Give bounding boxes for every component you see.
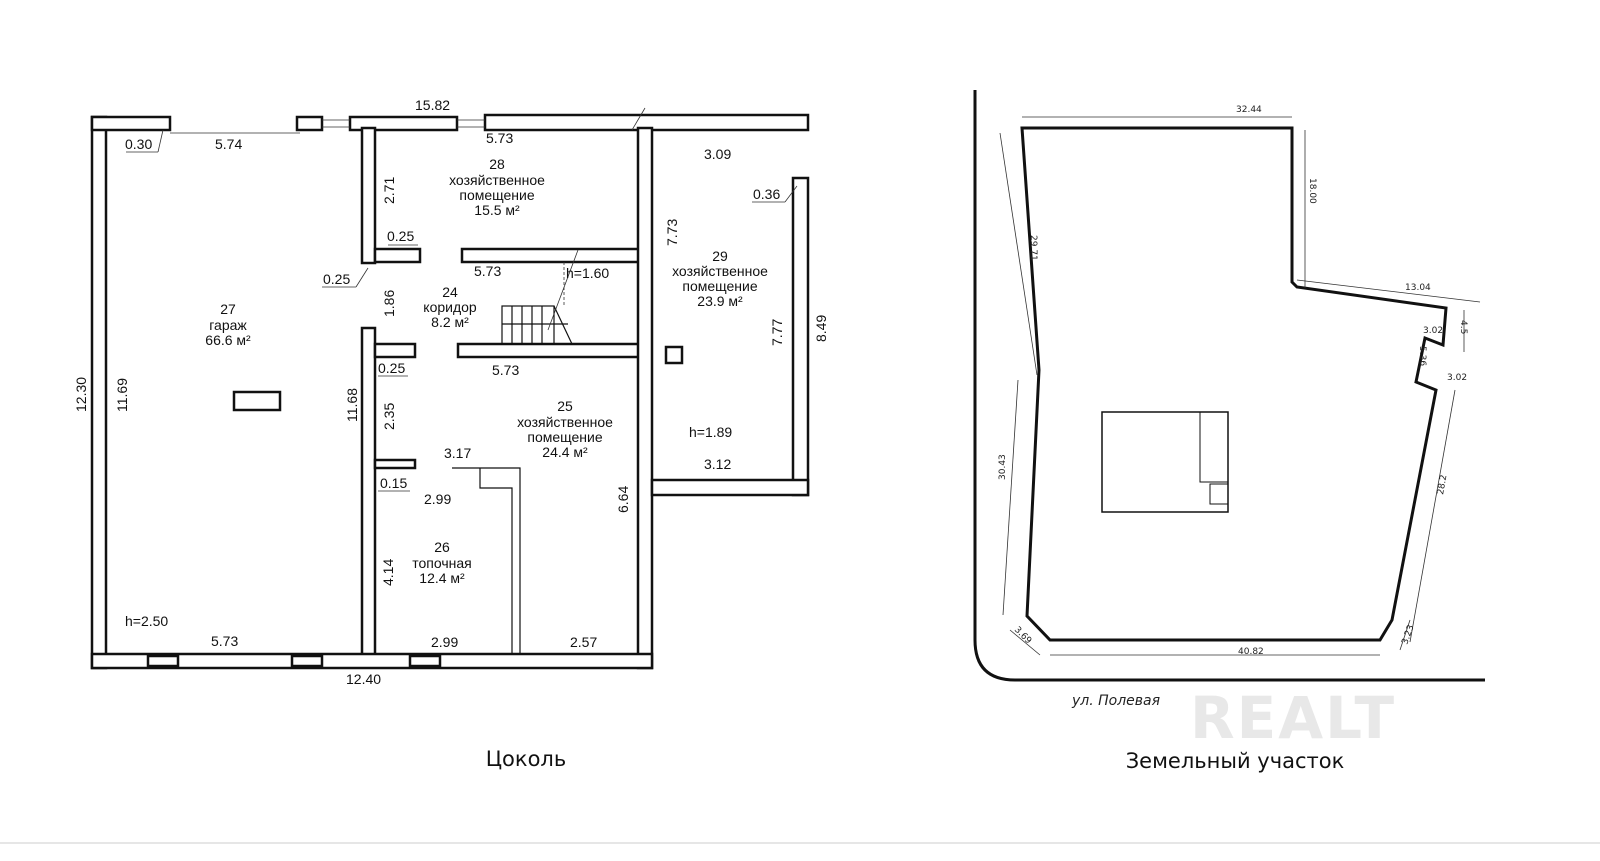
- dim-label: 2.57: [570, 634, 597, 650]
- dim-label: 2.99: [424, 491, 451, 507]
- dim-label: 2.35: [381, 403, 397, 430]
- dim-label: 5.73: [211, 633, 238, 649]
- dim-label: 3.17: [444, 445, 471, 461]
- dim-label: 28.2: [1436, 474, 1449, 495]
- dim-label: h=1.60: [566, 265, 609, 281]
- dim-label: 5.73: [486, 130, 513, 146]
- room-name: помещение: [682, 278, 757, 294]
- room-area: 15.5 м²: [474, 202, 520, 218]
- land-plot-plan: 32.44 18.00 29.71 30.43 13.04 3.02 4.5 5…: [973, 90, 1485, 773]
- dim-label: 5.36: [1417, 346, 1427, 366]
- room-number: 27: [220, 301, 236, 317]
- dim-label: 7.77: [769, 319, 785, 346]
- dim-label: 29.71: [1028, 235, 1038, 261]
- room-number: 24: [442, 284, 458, 300]
- room-number: 28: [489, 156, 505, 172]
- dim-label: 13.04: [1405, 283, 1431, 293]
- dim-label: 30.43: [998, 454, 1008, 480]
- house-footprint: [1101, 411, 1229, 513]
- dim-label: 3.02: [1447, 373, 1467, 383]
- room-labels: 27 гараж 66.6 м² 28 хозяйственное помеще…: [205, 156, 768, 586]
- dim-bottom-total: 12.40: [346, 671, 381, 687]
- dim-label: 5.73: [474, 263, 501, 279]
- room-number: 25: [557, 398, 573, 414]
- basement-floor-plan: 15.82 12.40 12.30 8.49 0.30 5.74 5.73 11…: [73, 97, 829, 771]
- room-name: топочная: [412, 555, 472, 571]
- dim-label: 4.5: [1458, 320, 1468, 334]
- room-area: 66.6 м²: [205, 332, 251, 348]
- room-25: 25 хозяйственное помещение 24.4 м²: [517, 398, 613, 460]
- dim-label: 0.15: [380, 475, 407, 491]
- room-name: гараж: [209, 317, 247, 333]
- room-number: 29: [712, 248, 728, 264]
- dim-label: 3.09: [704, 146, 731, 162]
- room-area: 24.4 м²: [542, 444, 588, 460]
- dim-label: 5.74: [215, 136, 242, 152]
- dim-label: 6.64: [615, 486, 631, 513]
- floor-plan-caption: Цоколь: [486, 747, 566, 771]
- room-name: хозяйственное: [517, 414, 613, 430]
- porch: [1199, 411, 1229, 483]
- room-28: 28 хозяйственное помещение 15.5 м²: [449, 156, 545, 218]
- dim-top-total: 15.82: [415, 97, 450, 113]
- room-name: помещение: [459, 187, 534, 203]
- floor-hatch: [664, 345, 684, 365]
- room-name: помещение: [527, 429, 602, 445]
- room-24-corridor: 24 коридор 8.2 м²: [423, 284, 477, 330]
- dim-label: 4.14: [380, 559, 396, 586]
- dim-label: 0.30: [125, 136, 152, 152]
- dim-label: 1.86: [381, 290, 397, 317]
- room-area: 12.4 м²: [419, 570, 465, 586]
- street-label: ул. Полевая: [1071, 693, 1160, 709]
- room-name: коридор: [423, 299, 477, 315]
- dim-label: 3.69: [1012, 625, 1033, 646]
- dim-label: 0.25: [378, 360, 405, 376]
- room-area: 23.9 м²: [697, 293, 743, 309]
- dim-label: 11.69: [114, 378, 130, 412]
- dim-label: 0.36: [753, 186, 780, 202]
- dimension-labels: 15.82 12.40 12.30 8.49 0.30 5.74 5.73 11…: [73, 97, 829, 687]
- dim-label: 2.99: [431, 634, 458, 650]
- steps: [1209, 483, 1229, 505]
- dim-label: h=2.50: [125, 613, 168, 629]
- dim-label: 3.23: [1400, 624, 1416, 646]
- realt-watermark: REALT: [1190, 684, 1396, 752]
- dim-label: 18.00: [1307, 178, 1317, 204]
- dim-label: 3.12: [704, 456, 731, 472]
- dim-label: 5.73: [492, 362, 519, 378]
- dim-label: 2.71: [381, 177, 397, 204]
- dim-label: 11.68: [344, 388, 360, 422]
- dim-label: h=1.89: [689, 424, 732, 440]
- dim-right-total: 8.49: [813, 315, 829, 342]
- dim-label: 40.82: [1238, 647, 1264, 657]
- room-26-boiler: 26 топочная 12.4 м²: [412, 539, 472, 586]
- room-number: 26: [434, 539, 450, 555]
- room-29: 29 хозяйственное помещение 23.9 м²: [672, 248, 768, 309]
- staircase: [501, 249, 579, 345]
- garage-pit: [232, 390, 282, 412]
- room-name: хозяйственное: [672, 263, 768, 279]
- dim-label: 7.73: [664, 219, 680, 246]
- dim-left-total: 12.30: [73, 377, 89, 412]
- dim-label: 3.02: [1423, 326, 1443, 336]
- room-name: хозяйственное: [449, 172, 545, 188]
- room-area: 8.2 м²: [431, 314, 469, 330]
- land-plot-caption: Земельный участок: [1126, 749, 1345, 773]
- plot-dimension-labels: 32.44 18.00 29.71 30.43 13.04 3.02 4.5 5…: [998, 105, 1468, 657]
- dim-label: 0.25: [387, 228, 414, 244]
- dim-label: 0.25: [323, 271, 350, 287]
- dim-label: 32.44: [1236, 105, 1262, 115]
- room-27-garage: 27 гараж 66.6 м²: [205, 301, 251, 348]
